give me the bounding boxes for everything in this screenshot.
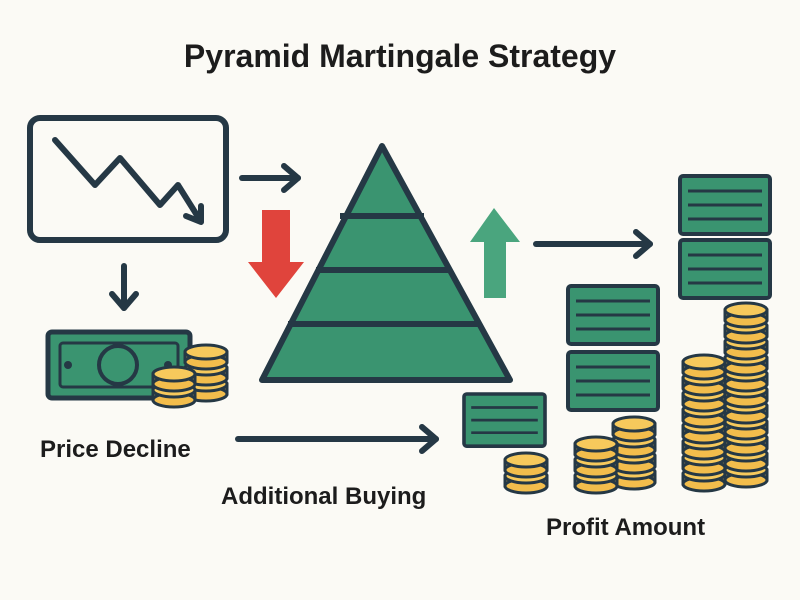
- coin-stack-icon: [573, 415, 657, 495]
- profit-amount-label: Profit Amount: [546, 514, 706, 541]
- cash-stack-icon: [678, 174, 772, 300]
- coin-stack-icon: [681, 301, 769, 493]
- downtrend-chart-icon: [27, 115, 229, 243]
- arrow-right-icon: [235, 424, 439, 454]
- diagram-title: Pyramid Martingale Strategy: [183, 38, 617, 74]
- pyramid-icon: [259, 143, 513, 383]
- arrow-down-icon: [109, 263, 139, 311]
- cash-stack-icon: [462, 392, 547, 449]
- arrow-right-icon: [239, 163, 301, 193]
- green-up-arrow-icon: [470, 208, 520, 298]
- red-down-arrow-icon: [248, 210, 304, 298]
- arrow-right-icon: [533, 229, 653, 259]
- coin-stack-icon: [503, 451, 549, 495]
- price-decline-label: Price Decline: [40, 436, 191, 463]
- additional-buying-label: Additional Buying: [221, 483, 427, 510]
- cash-stack-icon: [566, 284, 660, 412]
